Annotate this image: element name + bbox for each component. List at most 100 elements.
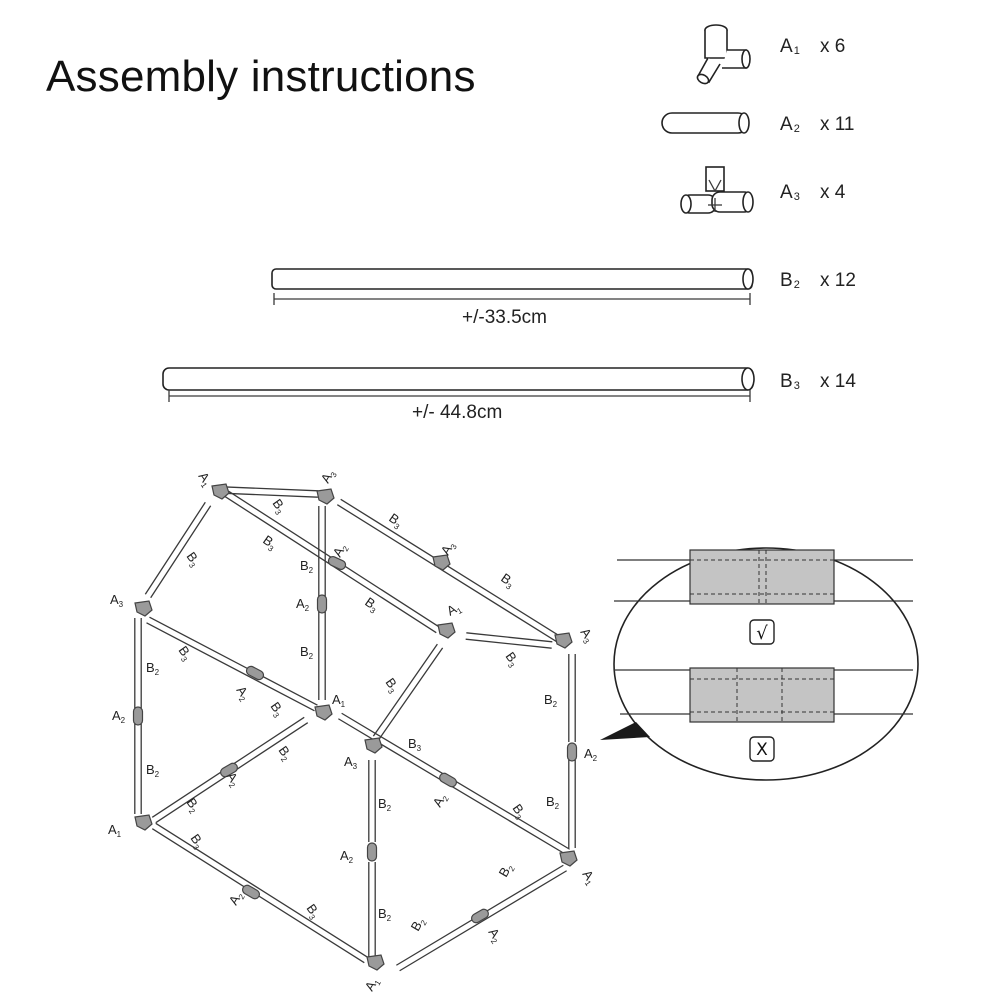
frame-label-b2: B2 (300, 558, 314, 575)
frame-a2-coupler (132, 706, 144, 726)
frame-label-a2: A2 (296, 596, 310, 613)
frame-joint (432, 554, 451, 571)
a3-connector-icon (680, 166, 754, 214)
frame-joint (366, 954, 385, 971)
frame-joint (211, 483, 230, 500)
frame-joint (437, 622, 456, 639)
frame-label-b2: B2 (146, 660, 160, 677)
frame-label-b3: B3 (501, 649, 523, 670)
frame-diagram (132, 483, 578, 972)
part-b2-label: B2 (780, 270, 800, 291)
frame-tube (336, 498, 563, 644)
frame-tube (144, 501, 212, 599)
frame-a2-coupler (327, 555, 347, 571)
frame-label-a2: A2 (584, 746, 598, 763)
frame-label-a3: A3 (110, 592, 124, 609)
frame-a2-coupler (366, 842, 378, 862)
frame-label-b3: B3 (182, 549, 204, 570)
frame-label-b3: B3 (508, 801, 530, 822)
frame-label-a2: A2 (340, 848, 354, 865)
frame-label-b3: B3 (408, 736, 422, 753)
part-a1-qty: x 6 (820, 36, 846, 57)
b2-pipe-icon (271, 268, 754, 305)
frame-tube (318, 506, 326, 596)
frame-label-b3: B3 (266, 699, 288, 720)
b3-length-label: +/- 44.8cm (412, 402, 503, 423)
frame-a2-coupler (439, 772, 457, 788)
part-b3-qty: x 14 (820, 371, 856, 392)
part-a2-label: A2 (780, 114, 800, 135)
frame-tube (146, 616, 318, 712)
frame-tube (368, 760, 376, 842)
frame-joint (134, 600, 153, 617)
part-a3-qty: x 4 (820, 182, 846, 203)
frame-label-b3: B3 (186, 831, 208, 852)
part-a2-qty: x 11 (820, 114, 855, 135)
frame-label-b2: B2 (544, 692, 558, 709)
frame-tube (134, 724, 142, 814)
frame-label-a2: A2 (112, 708, 126, 725)
frame-a2-coupler (245, 665, 265, 681)
wrong-box (749, 736, 775, 762)
coupler-detail-inset: √ X (600, 547, 919, 781)
frame-label-a3: A3 (344, 754, 358, 771)
page-title: Assembly instructions (46, 52, 476, 101)
frame-joint (134, 814, 153, 831)
frame-label-b3: B3 (381, 675, 403, 696)
frame-label-a2: A2 (484, 925, 506, 946)
correct-mark: √ (756, 623, 768, 644)
frame-a2-coupler (242, 884, 260, 900)
part-a3-label: A3 (780, 182, 800, 203)
frame-a2-coupler (566, 742, 578, 762)
part-b2-qty: x 12 (820, 270, 856, 291)
wrong-mark: X (756, 740, 768, 760)
frame-label-b2: B2 (274, 743, 296, 764)
frame-label-b3: B3 (268, 496, 290, 517)
frame-tube (318, 612, 326, 700)
b2-length-label: +/-33.5cm (462, 307, 548, 328)
frame-a2-coupler (316, 594, 328, 614)
frame-label-b2: B2 (408, 914, 430, 934)
frame-a2-coupler (471, 908, 489, 924)
frame-label-a3: A3 (576, 625, 598, 646)
a2-coupler-icon (661, 112, 750, 134)
frame-label-a1: A1 (444, 599, 464, 621)
frame-label-a1: A1 (362, 974, 384, 994)
frame-tube (368, 862, 376, 958)
frame-label-b3: B3 (259, 532, 280, 554)
frame-tube (372, 643, 444, 741)
frame-joint (314, 704, 333, 721)
frame-joint (554, 632, 573, 649)
correct-box (749, 619, 775, 645)
frame-tube (134, 618, 142, 708)
frame-tube (221, 486, 319, 498)
frame-label-b2: B2 (146, 762, 160, 779)
frame-label-b3: B3 (302, 901, 324, 922)
part-a1-label: A1 (780, 36, 800, 57)
frame-label-b2: B2 (378, 796, 392, 813)
frame-tube (465, 632, 553, 649)
frame-label-a1: A1 (332, 692, 346, 709)
frame-tube (568, 760, 576, 848)
frame-label-a3: A3 (318, 466, 340, 486)
frame-a2-coupler (220, 762, 238, 778)
a1-connector-icon (696, 24, 751, 85)
frame-label-a2: A2 (430, 790, 452, 810)
frame-joint (316, 488, 335, 505)
b3-pipe-icon (162, 367, 755, 402)
frame-joint (364, 737, 383, 754)
part-b3-label: B3 (780, 371, 800, 392)
frame-label-b3: B3 (497, 570, 518, 592)
frame-tube (568, 654, 576, 742)
frame-label-b2: B2 (378, 906, 392, 923)
frame-label-a2: A2 (232, 683, 254, 704)
frame-label-a1: A1 (578, 867, 600, 888)
frame-label-b2: B2 (546, 794, 560, 811)
frame-label-a1: A1 (108, 822, 122, 839)
frame-tube (151, 822, 369, 964)
frame-label-b2: B2 (496, 860, 518, 880)
frame-joint (559, 850, 578, 867)
frame-label-b3: B3 (361, 594, 382, 616)
